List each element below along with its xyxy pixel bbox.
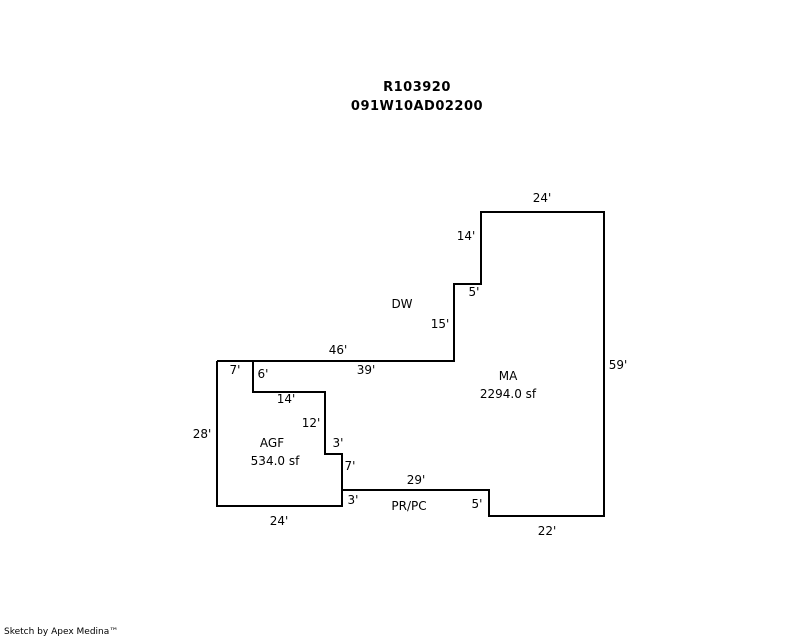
area-dw-name: DW: [391, 297, 412, 311]
area-prpc-name: PR/PC: [391, 499, 426, 513]
dim-ma-step: 5': [469, 285, 480, 299]
dim-ma-top-inner: 39': [357, 363, 376, 377]
dim-agf-bottom-right: 3': [348, 493, 359, 507]
dim-agf-notch-side: 12': [302, 416, 321, 430]
dim-agf-step-drop: 7': [345, 459, 356, 473]
main-area-outline: [217, 211, 605, 517]
parcel-id: R103920: [383, 80, 451, 95]
sketch-credit: Sketch by Apex Medina™: [4, 627, 119, 637]
dim-ma-top: 24': [533, 191, 552, 205]
dim-agf-left: 28': [193, 427, 212, 441]
dim-agf-step-run: 3': [333, 436, 344, 450]
dim-ma-bottom: 22': [538, 524, 557, 538]
garage-outline: [216, 361, 343, 507]
area-agf-name: AGF: [260, 436, 284, 450]
dim-ma-left-upper: 14': [457, 229, 476, 243]
map-tax-lot: 091W10AD02200: [350, 99, 484, 114]
dim-ma-right: 59': [609, 358, 628, 372]
area-ma-size: 2294.0 sf: [480, 387, 537, 401]
dim-agf-notch-drop: 6': [258, 367, 269, 381]
dim-agf-bottom: 24': [270, 514, 289, 528]
dim-agf-top: 7': [230, 363, 241, 377]
dim-ma-bottom-step: 5': [472, 497, 483, 511]
dim-ma-left-lower: 15': [431, 317, 450, 331]
dim-ma-bottom-left: 29': [407, 473, 426, 487]
dim-ma-top-long: 46': [329, 343, 348, 357]
area-ma-name: MA: [499, 369, 518, 383]
dim-agf-notch-run: 14': [277, 392, 296, 406]
area-agf-size: 534.0 sf: [251, 454, 300, 468]
